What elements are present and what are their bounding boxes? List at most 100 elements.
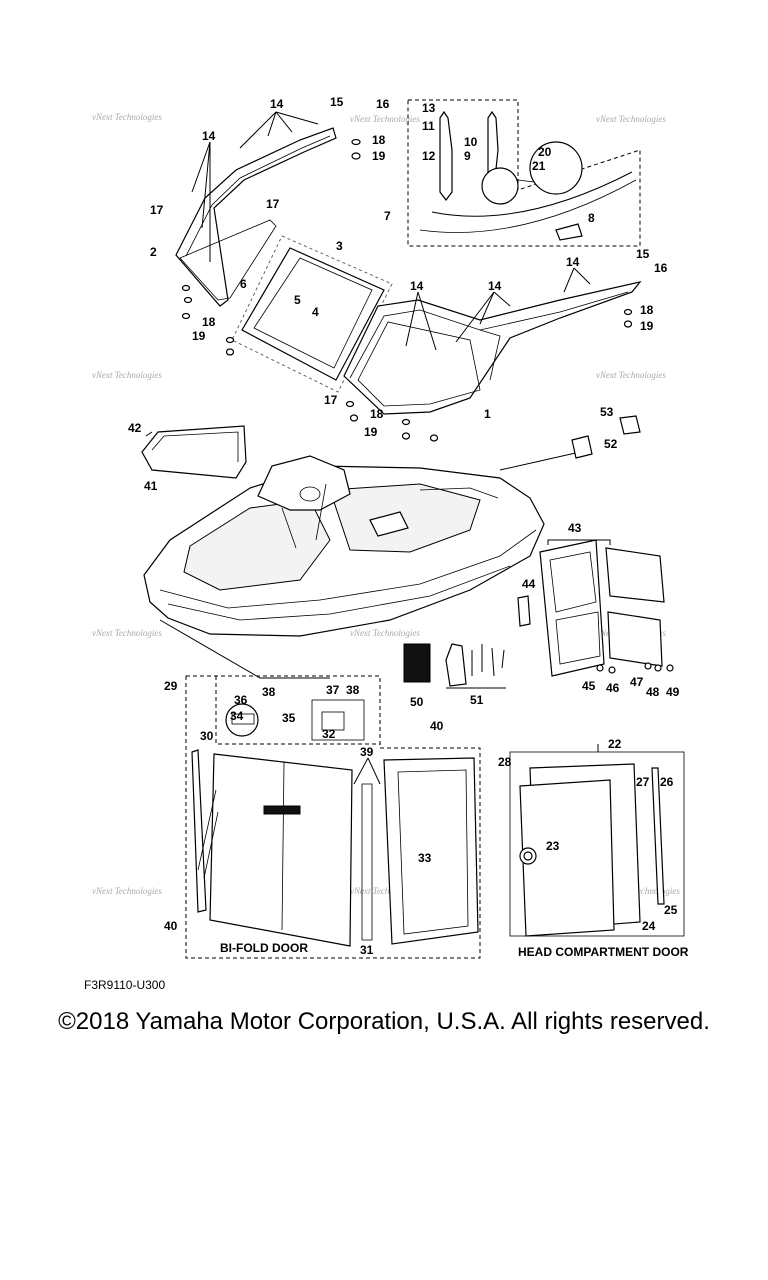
callout-52: 52 bbox=[604, 437, 618, 451]
bifold-handle bbox=[263, 805, 301, 815]
bifold-hinge-leaders bbox=[197, 789, 219, 879]
callout-51: 51 bbox=[470, 693, 484, 707]
callout-14: 14 bbox=[410, 279, 424, 293]
callout-2: 2 bbox=[150, 245, 157, 259]
callout-14: 14 bbox=[270, 97, 284, 111]
left-windshield-inner-edge bbox=[185, 135, 331, 257]
callout-3: 3 bbox=[336, 239, 343, 253]
item-50 bbox=[403, 643, 431, 683]
bifold-fold-line bbox=[281, 761, 285, 931]
storage-tray-inner bbox=[151, 431, 239, 462]
swim-deck bbox=[419, 487, 499, 499]
cabinet-door-assembly bbox=[517, 539, 674, 677]
callout-21: 21 bbox=[532, 159, 546, 173]
callout-9: 9 bbox=[464, 149, 471, 163]
callout-41: 41 bbox=[144, 479, 158, 493]
head-door-box bbox=[509, 751, 685, 937]
callout-15: 15 bbox=[330, 95, 344, 109]
callout-37: 37 bbox=[326, 683, 340, 697]
watermark: vNext Technologies bbox=[92, 370, 162, 380]
callout-47: 47 bbox=[630, 675, 644, 689]
callout-16: 16 bbox=[654, 261, 668, 275]
callout-27: 27 bbox=[636, 775, 650, 789]
callout-18: 18 bbox=[372, 133, 386, 147]
callout-8: 8 bbox=[588, 211, 595, 225]
callout-7: 7 bbox=[384, 209, 391, 223]
left-windshield-glass bbox=[179, 219, 277, 301]
watermark: vNext Technologies bbox=[596, 114, 666, 124]
callout-32: 32 bbox=[322, 727, 336, 741]
door-frame-inner bbox=[397, 769, 469, 935]
watermark: vNext Technologies bbox=[350, 628, 420, 638]
callout-45: 45 bbox=[582, 679, 596, 693]
callout-19: 19 bbox=[364, 425, 378, 439]
callout-17: 17 bbox=[150, 203, 164, 217]
cabinet-shelf-top bbox=[605, 547, 665, 603]
callout-49: 49 bbox=[666, 685, 680, 699]
boat-console-lines bbox=[281, 483, 327, 549]
hull-chine bbox=[167, 565, 511, 621]
callout-44: 44 bbox=[522, 577, 536, 591]
handle-detail bbox=[225, 703, 259, 737]
callout-35: 35 bbox=[282, 711, 296, 725]
callout-25: 25 bbox=[664, 903, 678, 917]
callout-40: 40 bbox=[164, 919, 178, 933]
callout-46: 46 bbox=[606, 681, 620, 695]
windshield-assembly bbox=[175, 127, 642, 415]
callout-30: 30 bbox=[200, 729, 214, 743]
callout-19: 19 bbox=[192, 329, 206, 343]
watermarks: vNext Technologies vNext Technologies vN… bbox=[92, 112, 680, 896]
callout-16: 16 bbox=[376, 97, 390, 111]
hull-rub-rail bbox=[159, 529, 537, 609]
boat-windshield bbox=[257, 455, 351, 511]
callout-20: 20 bbox=[538, 145, 552, 159]
callout-31: 31 bbox=[360, 943, 374, 957]
callout-24: 24 bbox=[642, 919, 656, 933]
cabinet-door-upper-panel bbox=[549, 551, 597, 613]
trim-strip-8 bbox=[431, 171, 633, 217]
callout-50: 50 bbox=[410, 695, 424, 709]
bifold-outline bbox=[185, 675, 481, 959]
kit-50-51 bbox=[403, 643, 506, 689]
main-cockpit bbox=[329, 483, 481, 553]
callout-labels: 1 2 3 4 5 6 7 8 9 10 11 12 13 14 14 14 1… bbox=[128, 95, 680, 957]
callout-10: 10 bbox=[464, 135, 478, 149]
callout-17: 17 bbox=[266, 197, 280, 211]
support-arm-kit bbox=[407, 99, 641, 247]
watermark: vNext Technologies bbox=[596, 370, 666, 380]
callout-38: 38 bbox=[346, 683, 360, 697]
callout-6: 6 bbox=[240, 277, 247, 291]
callout-12: 12 bbox=[422, 149, 436, 163]
handle-34 bbox=[231, 713, 255, 725]
bifold-door-label: BI-FOLD DOOR bbox=[220, 941, 308, 955]
right-windshield-glass bbox=[357, 321, 481, 407]
leader-to-bifold bbox=[159, 619, 330, 679]
callout-22: 22 bbox=[608, 737, 622, 751]
bracket-43 bbox=[547, 539, 611, 545]
head-compartment-door-label: HEAD COMPARTMENT DOOR bbox=[518, 945, 689, 959]
hinge-32 bbox=[311, 699, 365, 741]
bifold-inner-outline bbox=[215, 676, 380, 745]
callout-38: 38 bbox=[262, 685, 276, 699]
callout-34: 34 bbox=[230, 709, 244, 723]
callout-33: 33 bbox=[418, 851, 432, 865]
callout-17: 17 bbox=[324, 393, 338, 407]
callout-18: 18 bbox=[370, 407, 384, 421]
boat-hull bbox=[143, 451, 581, 679]
callout-42: 42 bbox=[128, 421, 142, 435]
callout-28: 28 bbox=[498, 755, 512, 769]
rear-seat bbox=[369, 511, 409, 537]
cabinet-shelf-bottom bbox=[607, 611, 663, 667]
support-arm-left bbox=[439, 110, 453, 201]
callout-1: 1 bbox=[484, 407, 491, 421]
center-window-glass bbox=[253, 257, 373, 369]
steering-wheel bbox=[299, 486, 321, 502]
latch-44 bbox=[517, 595, 531, 627]
storage-tray bbox=[141, 425, 247, 479]
callout-11: 11 bbox=[422, 119, 435, 133]
callout-5: 5 bbox=[294, 293, 301, 307]
callout-19: 19 bbox=[372, 149, 386, 163]
callout-19: 19 bbox=[640, 319, 654, 333]
brackets-52-53 bbox=[571, 415, 641, 459]
callout-14: 14 bbox=[566, 255, 580, 269]
